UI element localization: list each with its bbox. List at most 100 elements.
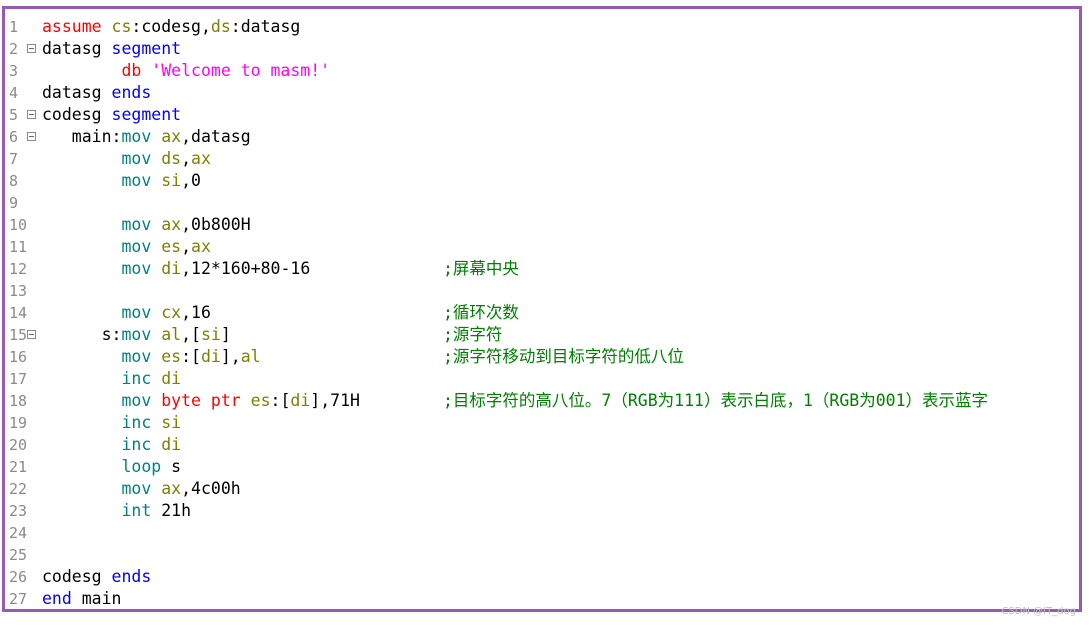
line-number: 5 xyxy=(9,106,19,124)
code-line[interactable]: 7 mov ds,ax xyxy=(5,148,1079,170)
fold-toggle-icon[interactable] xyxy=(27,330,36,339)
line-number: 6 xyxy=(9,128,19,146)
code-token: :codesg, xyxy=(131,17,211,36)
code-token: mov xyxy=(121,325,152,344)
code-token: di xyxy=(200,347,221,366)
code-line[interactable]: 14 mov cx,16;循环次数 xyxy=(5,302,1079,324)
code-token: s xyxy=(161,457,182,476)
code-token: , xyxy=(181,237,192,256)
code-line[interactable]: 22 mov ax,4c00h xyxy=(5,478,1079,500)
code-token: es xyxy=(161,237,182,256)
code-token xyxy=(151,127,161,146)
fold-toggle-icon[interactable] xyxy=(27,44,36,53)
line-number: 26 xyxy=(9,568,28,586)
code-token: mov xyxy=(121,479,152,498)
code-token: ], xyxy=(220,347,241,366)
fold-toggle-icon[interactable] xyxy=(27,110,36,119)
code-text: mov di,12*160+80-16 xyxy=(42,258,310,280)
code-token: ends xyxy=(111,567,152,586)
code-line[interactable]: 6 main:mov ax,datasg xyxy=(5,126,1079,148)
code-token: di xyxy=(161,369,182,388)
code-token xyxy=(151,347,161,366)
code-token: cs xyxy=(111,17,132,36)
line-number: 18 xyxy=(9,392,28,410)
code-token: cx xyxy=(161,303,182,322)
line-number: 19 xyxy=(9,414,28,432)
line-number: 21 xyxy=(9,458,28,476)
code-token: di xyxy=(290,391,311,410)
code-text: loop s xyxy=(42,456,181,478)
code-token xyxy=(42,457,121,476)
code-token xyxy=(151,435,161,454)
code-token: si xyxy=(161,413,182,432)
code-token: segment xyxy=(111,105,182,124)
code-comment: ;循环次数 xyxy=(443,303,519,322)
code-line[interactable]: 18 mov byte ptr es:[di],71H;目标字符的高八位。7（R… xyxy=(5,390,1079,412)
code-line[interactable]: 25 xyxy=(5,544,1079,566)
code-token: ,0b800H xyxy=(181,215,251,234)
code-line[interactable]: 8 mov si,0 xyxy=(5,170,1079,192)
code-line[interactable]: 17 inc di xyxy=(5,368,1079,390)
code-token: assume xyxy=(42,17,112,36)
code-token xyxy=(151,171,161,190)
code-line[interactable]: 20 inc di xyxy=(5,434,1079,456)
code-line[interactable]: 15 s:mov al,[si];源字符 xyxy=(5,324,1079,346)
code-text: mov ax,0b800H xyxy=(42,214,251,236)
code-comment: ;源字符移动到目标字符的低八位 xyxy=(443,347,684,366)
code-comment: ;目标字符的高八位。7（RGB为111）表示白底，1（RGB为001）表示蓝字 xyxy=(443,391,989,410)
code-token xyxy=(241,391,251,410)
code-text: mov ds,ax xyxy=(42,148,210,170)
code-token xyxy=(151,237,161,256)
code-token: mov xyxy=(121,149,152,168)
code-token xyxy=(151,369,161,388)
code-text: inc si xyxy=(42,412,181,434)
code-line[interactable]: 19 inc si xyxy=(5,412,1079,434)
code-token xyxy=(42,237,121,256)
code-token xyxy=(42,369,121,388)
code-token: main xyxy=(81,589,122,608)
code-line[interactable]: 3 db 'Welcome to masm!' xyxy=(5,60,1079,82)
code-token: ax xyxy=(161,127,182,146)
code-line[interactable]: 16 mov es:[di],al;源字符移动到目标字符的低八位 xyxy=(5,346,1079,368)
code-token: al xyxy=(161,325,182,344)
fold-toggle-icon[interactable] xyxy=(27,132,36,141)
code-line[interactable]: 11 mov es,ax xyxy=(5,236,1079,258)
code-line[interactable]: 23 int 21h xyxy=(5,500,1079,522)
code-token xyxy=(42,347,121,366)
code-line[interactable]: 21 loop s xyxy=(5,456,1079,478)
code-line[interactable]: 12 mov di,12*160+80-16;屏幕中央 xyxy=(5,258,1079,280)
code-text: codesg segment xyxy=(42,104,181,126)
code-line[interactable]: 13 xyxy=(5,280,1079,302)
code-token: di xyxy=(161,259,182,278)
code-comment: ;屏幕中央 xyxy=(443,259,519,278)
code-token: ds xyxy=(161,149,182,168)
code-token xyxy=(141,61,151,80)
code-token: s: xyxy=(42,325,122,344)
code-token xyxy=(42,303,121,322)
code-text: datasg ends xyxy=(42,82,151,104)
code-text: main:mov ax,datasg xyxy=(42,126,251,148)
code-text: db 'Welcome to masm!' xyxy=(42,60,330,82)
line-number: 16 xyxy=(9,348,28,366)
code-line[interactable]: 24 xyxy=(5,522,1079,544)
code-line[interactable]: 5 codesg segment xyxy=(5,104,1079,126)
code-line[interactable]: 10 mov ax,0b800H xyxy=(5,214,1079,236)
code-token xyxy=(42,61,121,80)
code-token xyxy=(151,413,161,432)
code-token: :[ xyxy=(181,347,201,366)
code-token: segment xyxy=(111,39,182,58)
code-token xyxy=(151,149,161,168)
code-token: loop xyxy=(121,457,162,476)
code-token: ,16 xyxy=(181,303,211,322)
line-number: 3 xyxy=(9,62,19,80)
code-token xyxy=(42,391,121,410)
code-line[interactable]: 9 xyxy=(5,192,1079,214)
code-token: main: xyxy=(42,127,122,146)
code-token: mov xyxy=(121,215,152,234)
